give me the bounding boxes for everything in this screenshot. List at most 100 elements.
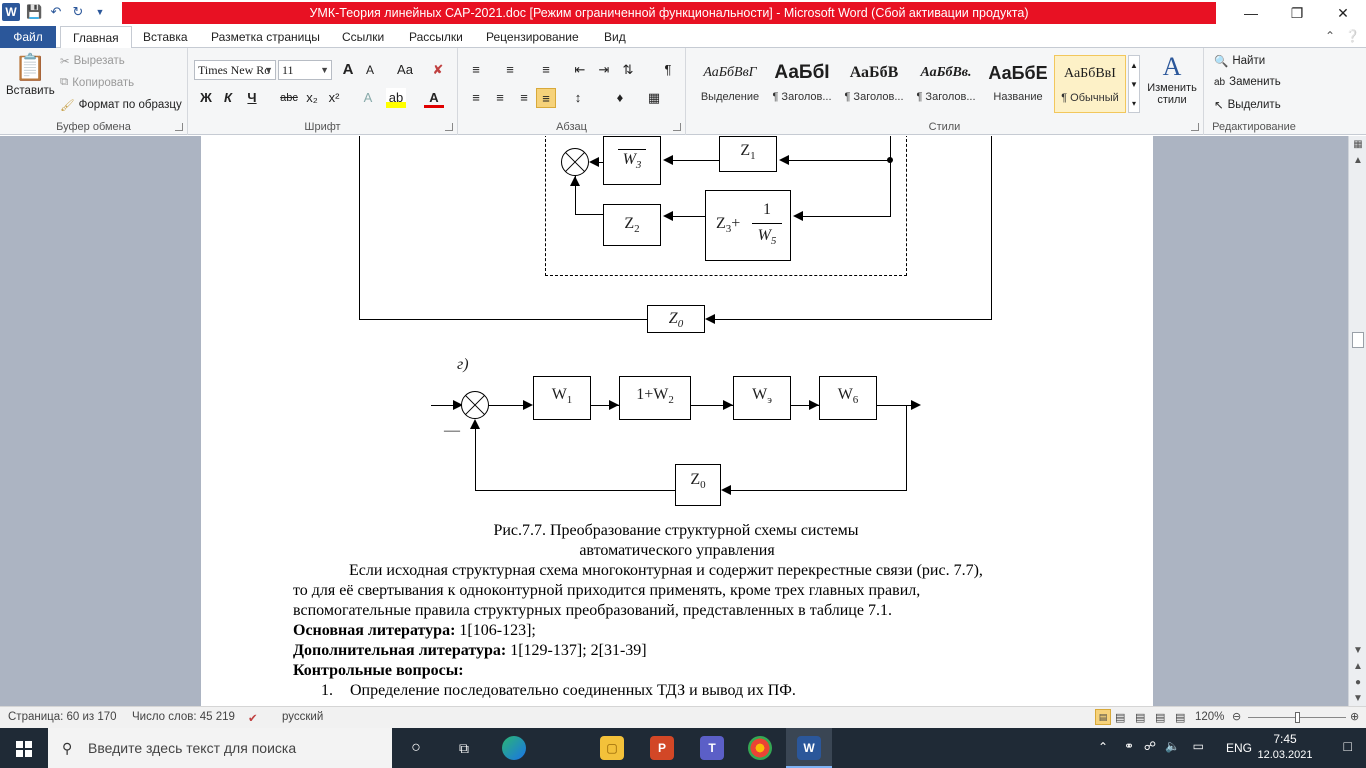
tab-home[interactable]: Главная [60,26,132,49]
font-size-combo[interactable]: 11▼ [278,60,332,80]
font-launcher-icon[interactable] [445,123,453,131]
battery-icon[interactable]: ▭ [1192,739,1204,753]
tab-review[interactable]: Рецензирование [486,30,579,44]
styles-scroll[interactable]: ▲▼▾ [1128,55,1140,113]
control-questions-heading[interactable]: Контрольные вопросы: [293,662,464,679]
justify-icon[interactable]: ≡ [536,88,556,108]
help-icon[interactable]: ❔ [1345,29,1360,43]
web-layout-icon[interactable]: ▤ [1135,712,1146,724]
undo-icon[interactable]: ↶ [50,4,62,19]
paragraph-launcher-icon[interactable] [673,123,681,131]
customize-qa-icon[interactable]: ▼ [95,7,105,17]
bullets-icon[interactable]: ≡ [472,62,480,77]
powerpoint-icon[interactable]: P [650,736,674,760]
teams-icon[interactable]: T [700,736,724,760]
additional-literature-line[interactable]: Дополнительная литература: 1[129-137]; 2… [293,642,647,660]
align-left-icon[interactable]: ≡ [472,90,480,105]
cut-button[interactable]: ✂ Вырезать [60,54,125,68]
ruler-toggle-icon[interactable]: ▦ [1353,139,1363,150]
reading-mode-icon[interactable]: ▤ [1115,712,1126,724]
tab-references[interactable]: Ссылки [342,30,385,44]
strikethrough-button[interactable]: abc [280,92,298,104]
numbering-icon[interactable]: ≡ [506,62,514,77]
vertical-scrollbar[interactable]: ▦ ▲ ▼ ▲ ● ▼ [1348,136,1366,706]
proofing-icon[interactable]: ✔ [248,713,258,725]
word-app-icon[interactable]: W [2,3,20,21]
decrease-indent-icon[interactable]: ⇤ [574,62,586,77]
tab-insert[interactable]: Вставка [143,30,188,44]
scroll-up-icon[interactable]: ▲ [1353,155,1363,166]
style-emphasis[interactable]: АаБбВвГ Выделение [694,55,766,113]
highlight-icon[interactable]: ab [386,88,406,108]
zoom-in-icon[interactable]: ⊕ [1350,711,1360,723]
grow-font-button[interactable]: A [342,61,354,78]
word-taskbar-button[interactable]: W [786,728,832,768]
superscript-button[interactable]: x² [328,90,340,105]
subscript-button[interactable]: x₂ [306,90,318,105]
underline-button[interactable]: Ч [247,90,257,105]
document-page[interactable]: Z0 1 W3 Z1 Z3+ 1 W5 [201,136,1153,706]
line-spacing-icon[interactable]: ↕ [574,90,582,105]
sort-icon[interactable]: ⇅ [622,62,634,77]
redo-icon[interactable]: ↻ [72,4,84,19]
main-literature-line[interactable]: Основная литература: 1[106-123]; [293,622,536,640]
borders-icon[interactable]: ▦ [647,90,661,105]
tab-view[interactable]: Вид [604,30,626,44]
styles-launcher-icon[interactable] [1191,123,1199,131]
multilevel-list-icon[interactable]: ≡ [542,62,550,77]
replace-button[interactable]: ab Заменить [1214,76,1281,88]
style-title[interactable]: АаБбЕ Название [982,55,1054,113]
change-styles-button[interactable]: A Изменить стили [1144,52,1200,106]
change-case-button[interactable]: Aa [397,62,413,77]
font-name-combo[interactable]: Times New Ro▼ [194,60,276,80]
find-button[interactable]: 🔍 Найти [1214,54,1265,68]
scroll-thumb[interactable] [1352,332,1364,348]
restore-button[interactable]: ❐ [1290,5,1304,21]
increase-indent-icon[interactable]: ⇥ [598,62,610,77]
tab-mailings[interactable]: Рассылки [409,30,463,44]
print-layout-icon[interactable]: ▤ [1095,709,1111,725]
previous-page-icon[interactable]: ▲ [1353,661,1363,672]
tab-file[interactable]: Файл [0,26,56,48]
minimize-button[interactable]: — [1244,5,1258,21]
file-explorer-icon[interactable]: ▢ [600,736,624,760]
start-button[interactable] [0,728,48,768]
minimize-ribbon-icon[interactable]: ⌃ [1324,29,1336,43]
align-center-icon[interactable]: ≡ [496,90,504,105]
zoom-slider-thumb[interactable] [1294,712,1300,723]
style-normal[interactable]: АаБбВвІ ¶ Обычный [1054,55,1126,113]
task-view-icon[interactable]: ⧉ [459,740,469,756]
keyboard-language[interactable]: ENG [1225,741,1252,755]
clock-time[interactable]: 7:45 [1273,732,1297,746]
paragraph-line-3[interactable]: вспомогательные правила структурных прео… [293,602,892,619]
scroll-down-icon[interactable]: ▼ [1353,645,1363,656]
save-icon[interactable]: 💾 [26,4,43,19]
paragraph-line-1[interactable]: Если исходная структурная схема многокон… [349,562,983,579]
style-heading-3[interactable]: АаБбВв. ¶ Заголов... [910,55,982,113]
chrome-icon[interactable] [748,736,772,760]
paste-button[interactable]: 📋 Вставить [6,52,55,97]
notifications-icon[interactable]: □ [1343,738,1352,754]
copy-button[interactable]: ⧉ Копировать [60,76,134,89]
shrink-font-button[interactable]: A [365,63,374,77]
close-button[interactable]: ✕ [1337,5,1349,21]
style-heading-1[interactable]: АаБбІ ¶ Заголов... [766,55,838,113]
next-page-icon[interactable]: ▼ [1353,693,1363,704]
edge-icon[interactable] [502,736,526,760]
outline-icon[interactable]: ▤ [1155,712,1166,724]
paragraph-line-2[interactable]: то для её свертывания к одноконтурной пр… [293,582,921,599]
draft-icon[interactable]: ▤ [1175,712,1186,724]
clear-format-icon[interactable]: ✘ [432,62,444,77]
volume-icon[interactable]: 🔈 [1165,739,1180,753]
clock-date[interactable]: 12.03.2021 [1257,749,1313,761]
zoom-out-icon[interactable]: ⊖ [1232,711,1242,723]
browse-object-icon[interactable]: ● [1354,677,1362,688]
meet-now-icon[interactable]: ⚭ [1123,739,1134,753]
zoom-level[interactable]: 120% [1195,711,1225,723]
tray-overflow-icon[interactable]: ⌃ [1097,740,1108,754]
format-painter-button[interactable]: 🖌 Формат по образцу [60,98,182,112]
style-heading-2[interactable]: АаБбВ ¶ Заголов... [838,55,910,113]
font-color-icon[interactable]: A [424,88,444,108]
shading-icon[interactable]: ♦ [616,90,624,105]
text-effects-icon[interactable]: A [363,90,373,105]
